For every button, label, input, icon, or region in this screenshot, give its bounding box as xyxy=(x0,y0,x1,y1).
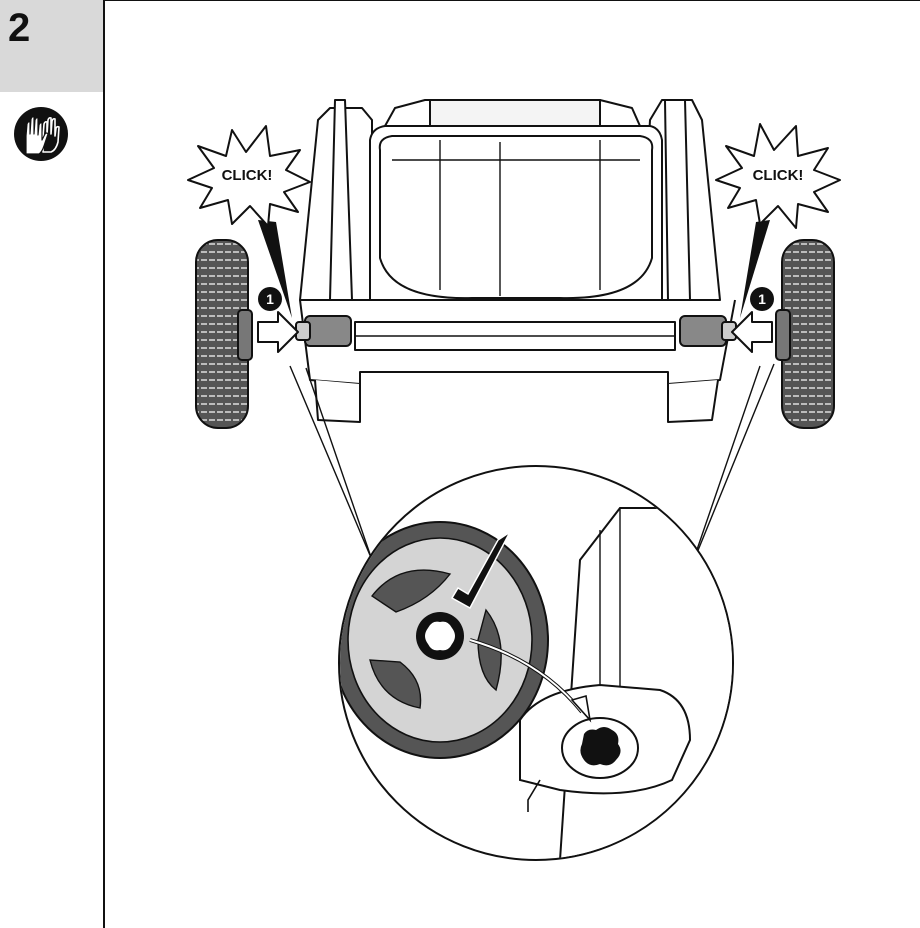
marker-right-number: 1 xyxy=(758,291,766,307)
step-number: 2 xyxy=(8,6,31,50)
click-text-left: CLICK! xyxy=(222,167,273,184)
marker-left-number: 1 xyxy=(266,291,274,307)
push-arrow-left xyxy=(257,311,299,353)
left-wheel xyxy=(195,239,253,429)
step-number-box: 2 xyxy=(0,0,104,92)
click-text-right: CLICK! xyxy=(753,167,804,184)
top-rule xyxy=(104,0,920,1)
zoom-lines xyxy=(289,363,775,571)
detail-inset xyxy=(338,465,734,861)
right-wheel xyxy=(775,239,835,429)
marker-right: 1 xyxy=(750,287,774,311)
lawnmower-body xyxy=(299,99,736,423)
protective-gloves-icon xyxy=(14,107,68,161)
click-callout-left: CLICK! xyxy=(187,125,311,318)
push-arrow-right xyxy=(731,311,773,353)
click-callout-right: CLICK! xyxy=(715,123,841,318)
sidebar-divider xyxy=(103,0,105,928)
axle-hubs xyxy=(295,315,737,347)
marker-left: 1 xyxy=(258,287,282,311)
assembly-illustration: 1 1 CLICK! CLICK! xyxy=(187,99,841,861)
step-sidebar: 2 xyxy=(0,0,104,928)
